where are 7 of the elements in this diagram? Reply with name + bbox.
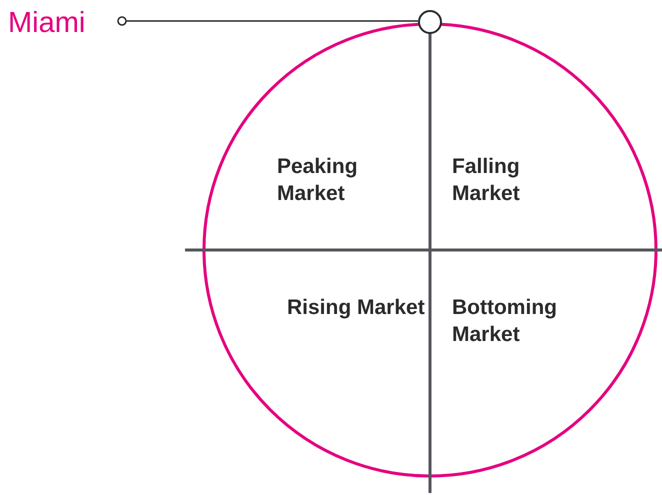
position-marker	[418, 10, 442, 34]
city-label: Miami	[8, 4, 122, 42]
quadrant-label: Peaking Market	[277, 154, 359, 207]
leader-line	[117, 16, 418, 26]
quadrant-label: Falling Market	[452, 154, 521, 207]
quadrant-label: Rising Market	[287, 295, 426, 321]
quadrant-label: Bottoming Market	[452, 295, 558, 348]
